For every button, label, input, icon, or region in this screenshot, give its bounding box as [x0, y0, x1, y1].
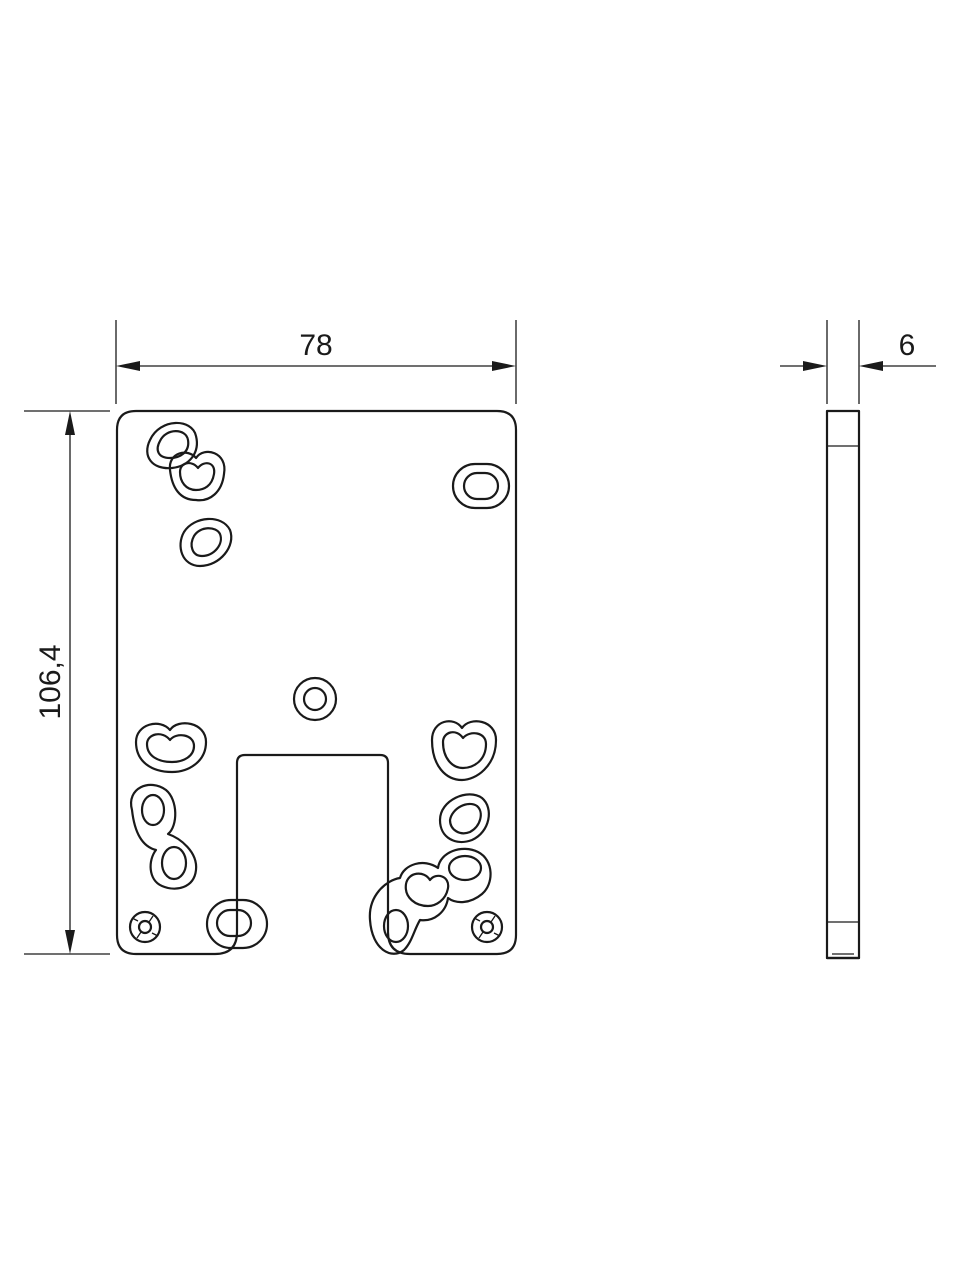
height-dimension-label: 106,4	[34, 644, 67, 719]
screw-boss-left	[128, 910, 162, 944]
width-dimension-label: 78	[299, 329, 332, 362]
hole-bottom-left-oblong	[205, 898, 269, 950]
front-view: 78 106,4	[24, 320, 518, 956]
dimension-width	[115, 320, 517, 404]
dimension-height	[24, 410, 110, 955]
hole-bottom-right-cluster	[368, 847, 492, 955]
screw-boss-right	[470, 910, 504, 944]
hole-left-keyhole	[134, 722, 208, 774]
hole-right-keyhole	[430, 720, 498, 782]
side-view: 6	[780, 320, 936, 960]
hole-top-right-oblong	[451, 462, 511, 510]
hole-top-left-keyhole	[168, 450, 226, 502]
hole-right-oblong	[438, 793, 490, 844]
hole-left-slot-1	[179, 517, 233, 568]
plate-outline	[115, 409, 518, 956]
hole-left-double	[129, 783, 198, 890]
hole-top-left-oblong	[146, 421, 198, 470]
hole-center-round	[292, 676, 338, 722]
dimension-thickness	[780, 320, 936, 404]
thickness-dimension-label: 6	[899, 329, 916, 362]
side-profile	[825, 409, 861, 960]
